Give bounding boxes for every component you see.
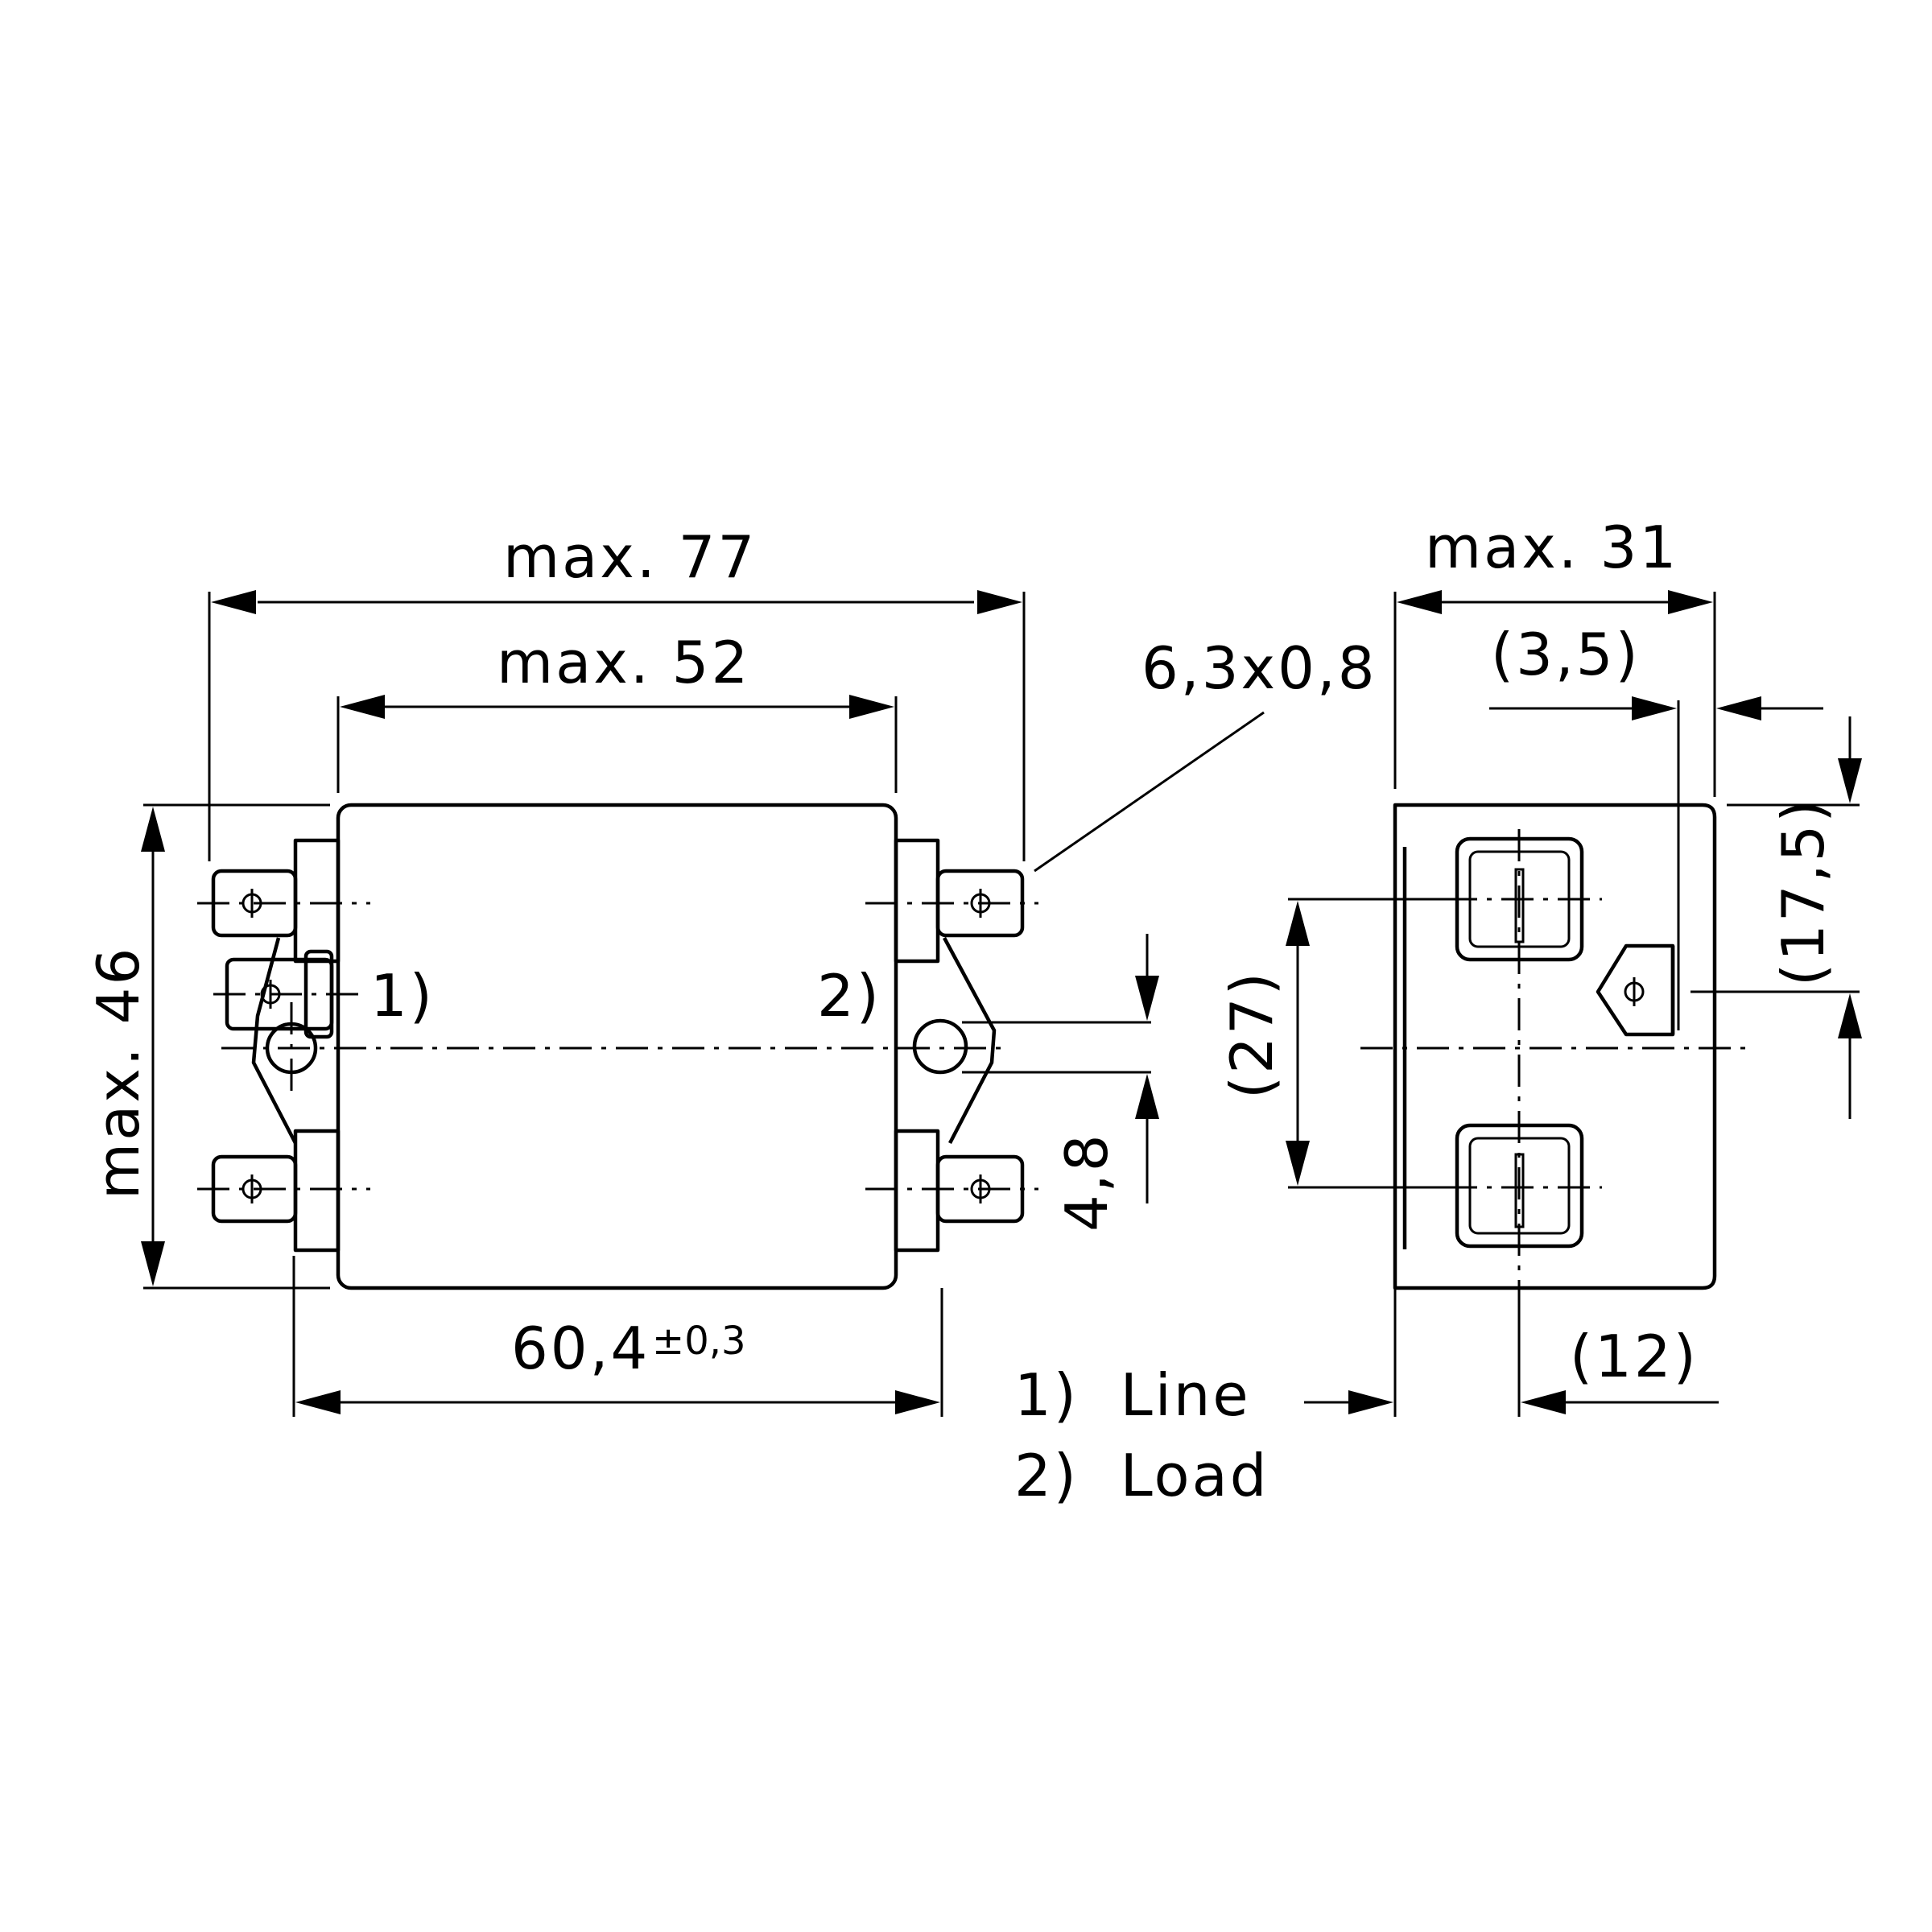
mounting-hole-right — [912, 1018, 968, 1075]
front-center-lines — [197, 902, 1038, 1191]
dim-bottom-offset — [1304, 1288, 1719, 1417]
dim-height-label: max. 46 — [85, 946, 152, 1199]
dim-ground-height-label: (17,5) — [1769, 798, 1837, 987]
marker-line-label: 1) — [370, 962, 435, 1030]
side-view: max. 31 (3,5) (27) (17,5) (12) — [1218, 514, 1862, 1417]
dim-overall-width-label: max. 77 — [503, 523, 757, 591]
side-body — [1393, 803, 1717, 1290]
marker-load-label: 2) — [817, 962, 881, 1030]
mounting-bracket-left — [251, 937, 297, 1145]
mounting-bracket-right — [943, 936, 997, 1145]
tab-holes — [242, 889, 991, 1203]
legend-load: 2) Load — [1014, 1442, 1269, 1509]
dim-body-width-label: max. 52 — [497, 629, 750, 696]
dim-slot-width — [962, 934, 1159, 1203]
dim-height — [141, 803, 330, 1290]
dim-slot-width-label: 4,8 — [1053, 1132, 1121, 1232]
tab-size-leader — [1034, 711, 1265, 873]
dim-mounting-pitch-label: 60,4 — [511, 1315, 650, 1382]
dim-depth-label: max. 31 — [1425, 514, 1678, 581]
right-bottom-flange — [894, 1129, 940, 1253]
dim-depth — [1393, 590, 1716, 797]
legend: 1) Line 2) Load — [1014, 1361, 1269, 1509]
dim-ground-height — [1690, 716, 1862, 1119]
side-center-lines — [1360, 829, 1751, 1296]
dim-mounting-pitch — [292, 1256, 943, 1417]
dim-terminal-pitch-label: (27) — [1218, 970, 1286, 1099]
side-ground-tab — [1596, 943, 1675, 1037]
dim-tab-offset — [1489, 696, 1823, 1030]
legend-line: 1) Line — [1014, 1361, 1251, 1429]
front-view: max. 77 max. 52 max. 46 60,4 ±0,3 4,8 6,… — [85, 523, 1377, 1417]
left-top-flange — [293, 838, 341, 964]
dim-overall-width — [208, 590, 1026, 861]
dim-body-width — [336, 695, 898, 793]
dim-tab-offset-label: (3,5) — [1491, 621, 1641, 688]
filter-body — [336, 803, 898, 1290]
left-bottom-flange — [293, 1129, 341, 1253]
right-top-flange — [894, 838, 940, 964]
dim-mounting-tolerance-label: ±0,3 — [652, 1319, 746, 1364]
dim-bottom-offset-label: (12) — [1570, 1323, 1699, 1390]
dim-terminal-pitch — [1286, 898, 1449, 1189]
tab-size-label: 6,3x0,8 — [1141, 634, 1377, 702]
